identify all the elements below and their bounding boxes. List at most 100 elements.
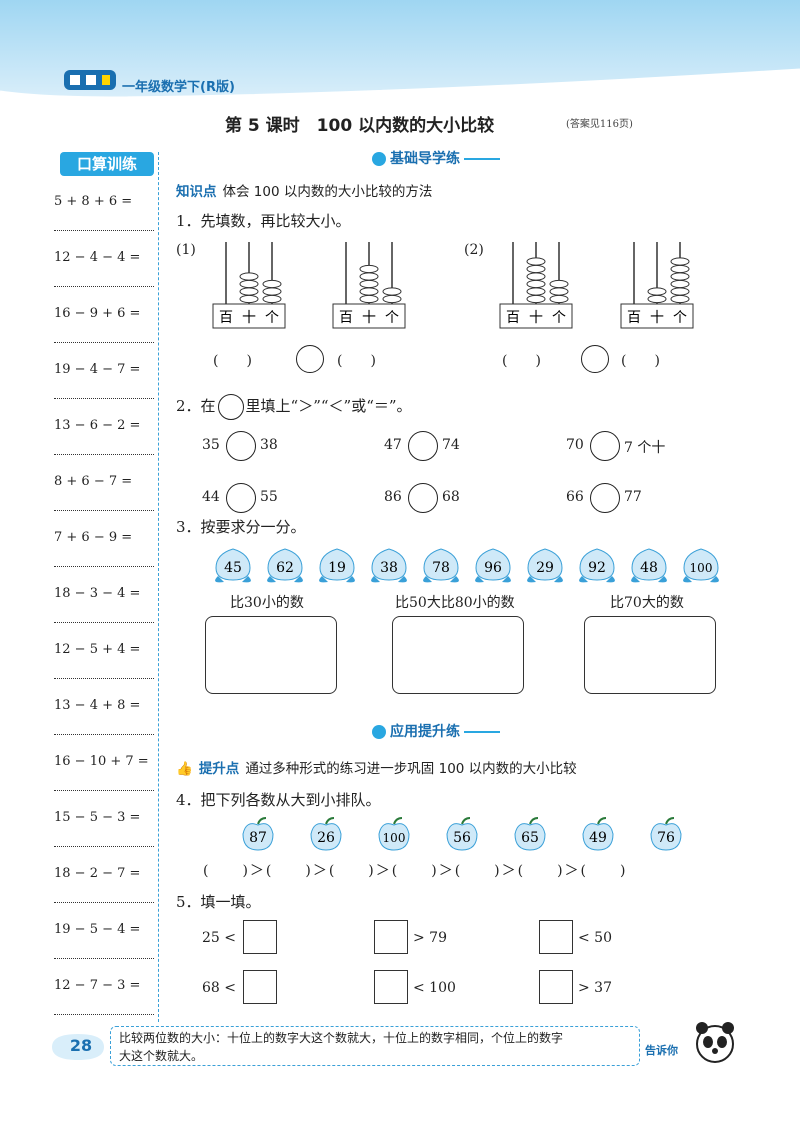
fill-box[interactable] xyxy=(539,970,573,1004)
apple-number: 76 xyxy=(657,830,675,846)
leaf-icon xyxy=(554,576,563,583)
compare-circle-q1a[interactable] xyxy=(296,345,324,373)
abacus-bead xyxy=(670,272,690,281)
group-box-3[interactable] xyxy=(584,616,716,694)
compare-circle[interactable] xyxy=(590,431,620,461)
improvement-point-tag: 提升点 xyxy=(198,761,240,777)
abacus-bead xyxy=(359,287,379,296)
peach-card: 100 xyxy=(683,548,719,583)
question-1: 1．先填数，再比较大小。 xyxy=(176,212,351,230)
leaf-icon xyxy=(527,576,536,583)
fill-box[interactable] xyxy=(243,970,277,1004)
peach-card: 92 xyxy=(579,548,615,583)
ribbon-icon xyxy=(372,152,386,166)
compare-circle-q1b[interactable] xyxy=(581,345,609,373)
abacus-bead xyxy=(239,294,259,304)
answer-paren-2a[interactable]: ( ) xyxy=(502,353,541,369)
answer-paren-2b[interactable]: ( ) xyxy=(621,353,660,369)
oral-answer-line[interactable] xyxy=(54,846,154,847)
place-label: 十 xyxy=(242,310,256,326)
apple-icon xyxy=(582,823,614,851)
oral-item: 12 − 4 − 4 = xyxy=(54,236,154,292)
abacus-bead xyxy=(526,257,546,266)
oral-answer-line[interactable] xyxy=(54,734,154,735)
oral-answer-line[interactable] xyxy=(54,902,154,903)
fill-box[interactable] xyxy=(243,920,277,954)
compare-circle[interactable] xyxy=(226,431,256,461)
place-label: 十 xyxy=(529,310,543,326)
oral-answer-line[interactable] xyxy=(54,454,154,455)
stem-icon xyxy=(393,817,403,825)
peach-number: 38 xyxy=(380,560,398,576)
place-label: 个 xyxy=(265,310,279,326)
compare-circle[interactable] xyxy=(408,483,438,513)
abacus-bead xyxy=(549,287,569,296)
question-4: 4．把下列各数从大到小排队。 xyxy=(176,791,381,809)
answer-paren-1b[interactable]: ( ) xyxy=(337,353,376,369)
fill-box[interactable] xyxy=(539,920,573,954)
oral-answer-line[interactable] xyxy=(54,1014,154,1015)
abacus-bead xyxy=(359,272,379,281)
place-label: 百 xyxy=(219,310,233,326)
tip-box: 比较两位数的大小：十位上的数字大这个数就大，十位上的数字相同，个位上的数字 大这… xyxy=(110,1026,640,1066)
apple-icon xyxy=(310,823,342,851)
group-box-1[interactable] xyxy=(205,616,337,694)
fill-box[interactable] xyxy=(374,970,408,1004)
abacus-bead xyxy=(359,294,379,304)
peach-card: 48 xyxy=(631,548,667,583)
oral-answer-line[interactable] xyxy=(54,398,154,399)
oral-answer-line[interactable] xyxy=(54,566,154,567)
abacus-bead xyxy=(262,294,282,304)
oral-answer-line[interactable] xyxy=(54,510,154,511)
apple-card: 76 xyxy=(650,817,682,851)
improvement-point: 👍提升点通过多种形式的练习进一步巩固 100 以内数的大小比较 xyxy=(176,757,577,777)
abacus-bead xyxy=(382,287,402,296)
compare-circle[interactable] xyxy=(408,431,438,461)
compare-circle[interactable] xyxy=(226,483,256,513)
abacus-base xyxy=(332,303,406,329)
oral-answer-line[interactable] xyxy=(54,342,154,343)
oral-answer-line[interactable] xyxy=(54,230,154,231)
peach-icon xyxy=(319,548,355,581)
abacus-bead xyxy=(262,279,282,289)
abacus-bead xyxy=(382,294,402,304)
abacus: 百十个 xyxy=(620,242,694,329)
order-answer-line[interactable]: ( )＞( )＞( )＞( )＞( )＞( )＞( ) xyxy=(203,863,628,879)
peach-number: 62 xyxy=(276,560,294,576)
peach-number: 96 xyxy=(484,560,502,576)
place-label: 百 xyxy=(339,310,353,326)
oral-expression: 12 − 7 − 3 = xyxy=(54,978,141,993)
answer-paren-1a[interactable]: ( ) xyxy=(213,353,252,369)
oral-item: 19 − 5 − 4 = xyxy=(54,908,154,964)
leaf-icon xyxy=(450,576,459,583)
knowledge-point: 知识点体会 100 以内数的大小比较的方法 xyxy=(176,180,432,200)
oral-expression: 18 − 3 − 4 = xyxy=(54,586,141,601)
place-label: 百 xyxy=(506,310,520,326)
oral-answer-line[interactable] xyxy=(54,678,154,679)
abacus-bead xyxy=(526,272,546,281)
peach-icon xyxy=(215,548,251,581)
stem-icon xyxy=(325,817,335,825)
leaf-icon xyxy=(267,576,276,583)
apple-card: 100 xyxy=(378,817,410,851)
oral-expression: 12 − 4 − 4 = xyxy=(54,250,141,265)
oral-expression: 8 + 6 − 7 = xyxy=(54,474,133,489)
oral-answer-line[interactable] xyxy=(54,958,154,959)
compare-right-number: 77 xyxy=(624,489,642,505)
oral-practice-title: 口算训练 xyxy=(60,152,154,176)
apple-icon xyxy=(650,823,682,851)
abacus-bead xyxy=(549,294,569,304)
oral-answer-line[interactable] xyxy=(54,622,154,623)
fill-box[interactable] xyxy=(374,920,408,954)
tip-line-2: 大这个数就大。 xyxy=(119,1049,204,1063)
compare-right-number: 38 xyxy=(260,437,278,453)
leaf-icon xyxy=(631,576,640,583)
group-box-2[interactable] xyxy=(392,616,524,694)
oral-expression: 13 − 6 − 2 = xyxy=(54,418,141,433)
oral-item: 16 − 10 + 7 = xyxy=(54,740,154,796)
oral-answer-line[interactable] xyxy=(54,790,154,791)
abacus-bead xyxy=(526,264,546,274)
fill-suffix: < 100 xyxy=(413,980,456,996)
compare-circle[interactable] xyxy=(590,483,620,513)
oral-answer-line[interactable] xyxy=(54,286,154,287)
